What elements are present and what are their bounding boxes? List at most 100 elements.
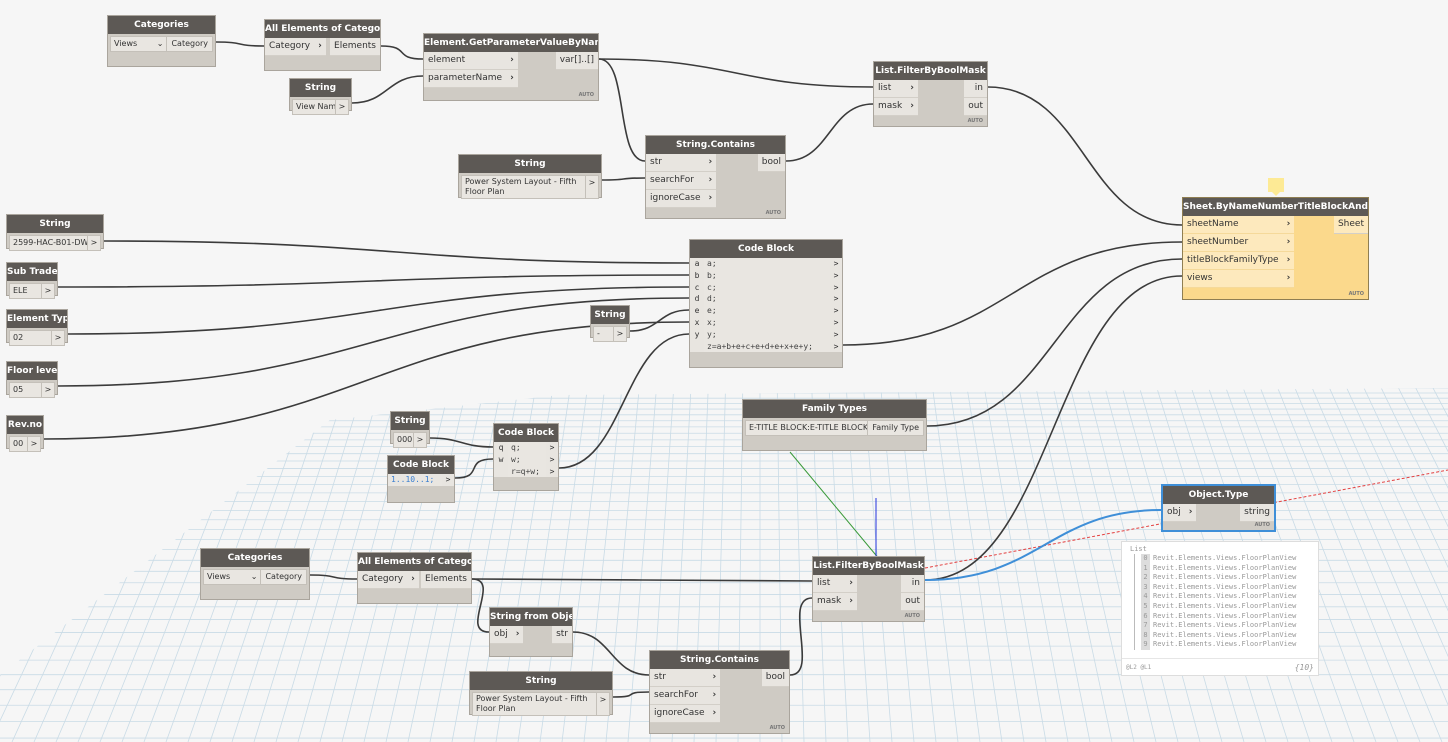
output-port-Elements[interactable]: Elements <box>421 571 471 589</box>
output-port-out[interactable]: out <box>964 98 987 116</box>
elemtype-node[interactable]: Element Type 02> <box>6 309 68 346</box>
code-line[interactable]: q; <box>511 443 521 452</box>
value-input[interactable]: 2599-HAC-B01-DWG- <box>9 235 88 251</box>
input-port-w[interactable]: w <box>498 454 504 464</box>
connector-wire[interactable] <box>471 578 813 582</box>
output-port[interactable]: > <box>52 330 65 346</box>
code-editor[interactable]: q;w;r=q+w; <box>508 442 546 478</box>
connector-wire[interactable] <box>926 258 1183 427</box>
node-title[interactable]: String <box>290 79 351 97</box>
input-port-y[interactable]: y <box>694 329 700 339</box>
connector-wire[interactable] <box>429 437 494 448</box>
input-port-q[interactable]: q <box>498 443 504 452</box>
connector-wire[interactable] <box>43 321 690 440</box>
value-input[interactable]: 02 <box>9 330 52 346</box>
output-port[interactable]: > <box>833 341 839 351</box>
node-title[interactable]: String from Object <box>490 608 572 626</box>
node-title[interactable]: Family Types <box>743 400 926 418</box>
connector-wire[interactable] <box>57 274 690 288</box>
output-port[interactable]: > <box>549 466 555 476</box>
connector-wire[interactable] <box>215 41 265 47</box>
output-port[interactable]: > <box>42 382 55 398</box>
output-port[interactable]: > <box>614 326 627 342</box>
string-dash-node[interactable]: String -> <box>590 305 630 342</box>
node-title[interactable]: Code Block <box>690 240 842 258</box>
connector-wire[interactable] <box>103 240 690 264</box>
output-port-out[interactable]: out <box>901 593 924 611</box>
connector-wire[interactable] <box>558 333 690 469</box>
sheet-node[interactable]: Sheet.ByNameNumberTitleBlockAndViewsshee… <box>1182 197 1369 300</box>
code-line[interactable]: c; <box>707 282 717 292</box>
node-title[interactable]: Categories <box>108 16 215 34</box>
output-port[interactable]: > <box>833 306 839 316</box>
value-input[interactable]: - <box>593 326 614 342</box>
connector-wire[interactable] <box>380 45 424 60</box>
dropdown-select[interactable]: Views⌄ <box>203 569 262 585</box>
node-title[interactable]: Element Type <box>7 310 67 328</box>
connector-wire[interactable] <box>57 297 690 387</box>
input-port-views[interactable]: views› <box>1183 270 1295 288</box>
code-line[interactable]: b; <box>707 270 717 280</box>
node-title[interactable]: String <box>459 155 601 173</box>
code-line[interactable]: d; <box>707 294 717 304</box>
dropdown-select[interactable]: E-TITLE BLOCK:E-TITLE BLOCK⌄ <box>745 420 869 436</box>
node-title[interactable]: List.FilterByBoolMask <box>813 557 924 575</box>
value-input[interactable]: ELE <box>9 283 42 299</box>
output-port-bool[interactable]: bool <box>761 669 789 687</box>
input-port-element[interactable]: element› <box>424 52 518 70</box>
output-port[interactable]: > <box>833 317 839 327</box>
output-port[interactable]: > <box>42 283 55 299</box>
output-port-in[interactable]: in <box>964 80 987 98</box>
output-port[interactable]: Category <box>261 569 307 585</box>
input-port-b[interactable]: b <box>694 270 700 280</box>
input-port-mask[interactable]: mask› <box>874 98 918 116</box>
input-port-obj[interactable]: obj› <box>490 626 524 644</box>
value-input[interactable]: Power System Layout - Fifth Floor Plan <box>472 692 597 716</box>
node-title[interactable]: String.Contains <box>646 136 785 154</box>
input-port-mask[interactable]: mask› <box>813 593 857 611</box>
node-title[interactable]: Rev.no <box>7 416 43 434</box>
node-title[interactable]: String <box>7 215 103 233</box>
input-port-Category[interactable]: Category› <box>358 571 419 589</box>
input-port-list[interactable]: list› <box>874 80 918 98</box>
input-port-ignoreCase[interactable]: ignoreCase› <box>650 705 721 723</box>
code-line[interactable]: w; <box>511 454 521 464</box>
input-port-str[interactable]: str› <box>646 154 717 172</box>
output-port[interactable]: > <box>336 99 349 115</box>
value-input[interactable]: 05 <box>9 382 42 398</box>
connector-wire[interactable] <box>351 75 424 104</box>
selected-connector-wire[interactable] <box>924 509 1162 581</box>
node-title[interactable]: Code Block <box>388 456 454 474</box>
node-title[interactable]: Object.Type <box>1163 486 1274 504</box>
connector-wire[interactable] <box>612 691 650 698</box>
code-line[interactable]: a; <box>707 259 717 268</box>
connector-wire[interactable] <box>924 275 1183 581</box>
node-title[interactable]: String <box>591 306 629 324</box>
output-port[interactable]: > <box>833 259 839 268</box>
connector-wire[interactable] <box>454 458 494 479</box>
input-port-parameterName[interactable]: parameterName› <box>424 70 518 88</box>
output-port[interactable]: > <box>833 294 839 304</box>
connector-wire[interactable] <box>601 177 646 181</box>
output-port[interactable]: > <box>833 282 839 292</box>
node-title[interactable]: Sheet.ByNameNumberTitleBlockAndViews <box>1183 198 1368 216</box>
connector-wire[interactable] <box>987 86 1183 226</box>
input-port-obj[interactable]: obj› <box>1163 504 1197 522</box>
connector-wire[interactable] <box>598 58 646 162</box>
output-port[interactable]: > <box>597 692 610 716</box>
node-title[interactable]: String.Contains <box>650 651 789 669</box>
dropdown-select[interactable]: Views⌄ <box>110 36 168 52</box>
output-port[interactable]: > <box>28 436 41 452</box>
